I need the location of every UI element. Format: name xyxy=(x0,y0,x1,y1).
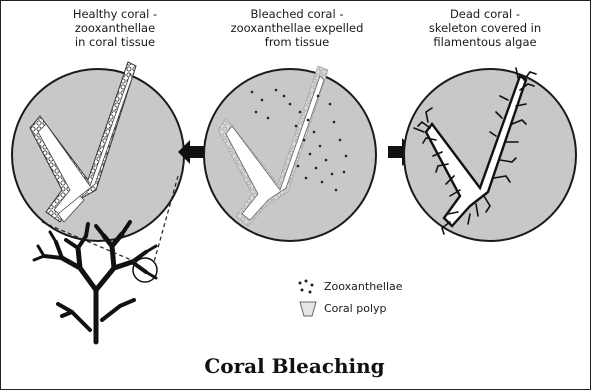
healthy-coral-circle xyxy=(12,62,184,241)
legend-zooxanthellae-label: Zooxanthellae xyxy=(324,280,403,293)
dead-coral-circle xyxy=(404,68,576,241)
legend-coral-polyp-label: Coral polyp xyxy=(324,302,387,315)
coral-polyp-legend-icon xyxy=(300,302,316,316)
bleached-coral-circle xyxy=(204,66,376,241)
zooxanthellae-legend-icon xyxy=(299,280,314,294)
diagram-title: Coral Bleaching xyxy=(0,354,589,378)
